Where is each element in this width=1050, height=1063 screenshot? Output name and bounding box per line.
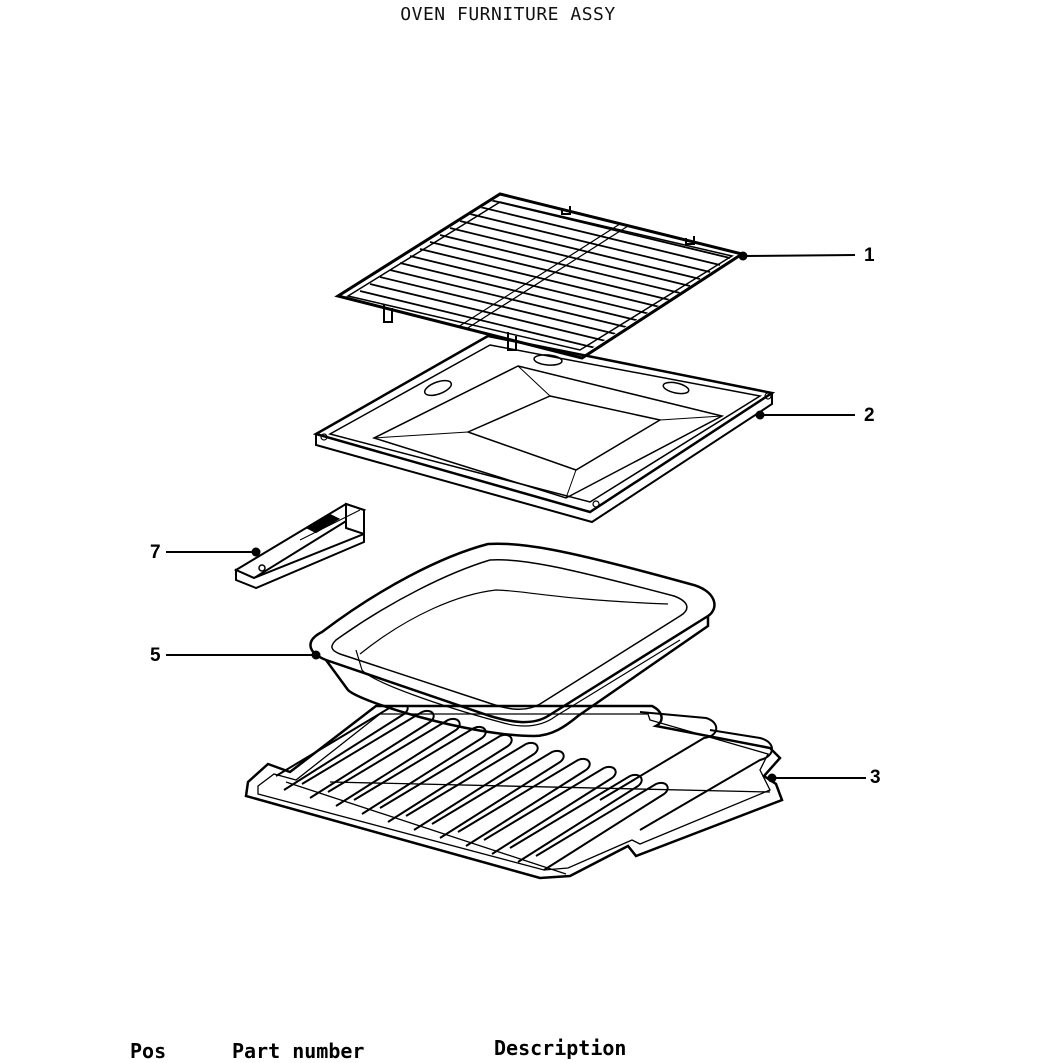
tray-handle	[233, 502, 367, 590]
grill-grid	[334, 192, 746, 360]
diagram-title: OVEN FURNITURE ASSY	[400, 4, 616, 25]
callout-5: 5	[150, 645, 161, 666]
callout-leaders	[166, 254, 866, 779]
table-header-pos: Pos	[130, 1039, 167, 1063]
callout-2: 2	[864, 405, 875, 426]
table-header-description: Description	[494, 1036, 627, 1060]
callout-1: 1	[864, 245, 875, 266]
callout-7: 7	[150, 542, 161, 563]
callout-dots	[251, 251, 777, 783]
shallow-tray	[312, 334, 776, 524]
wire-shelf	[244, 704, 784, 880]
table-header-part-number: Part number	[232, 1039, 365, 1063]
callout-3: 3	[870, 767, 881, 788]
